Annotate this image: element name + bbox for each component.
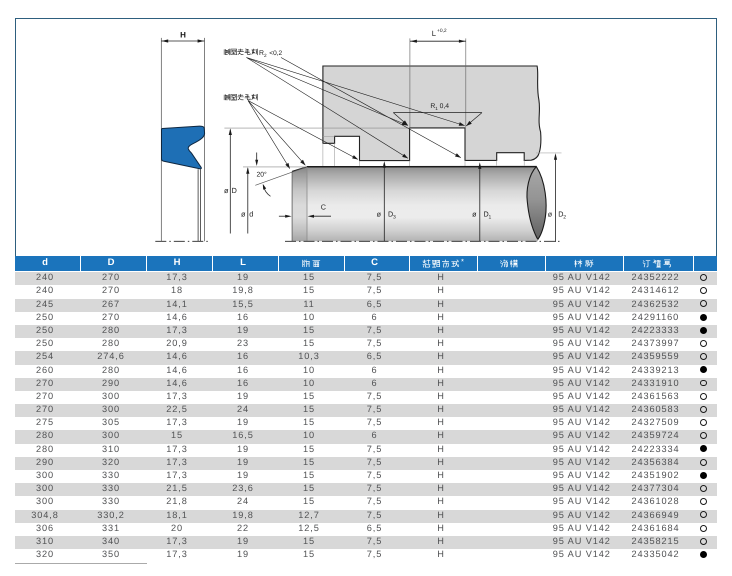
svg-text:2: 2 (563, 214, 566, 220)
svg-text:+0,2: +0,2 (437, 28, 447, 34)
svg-text:1: 1 (435, 106, 438, 111)
svg-text:ø: ø (224, 186, 229, 195)
svg-text:R: R (430, 103, 435, 110)
svg-text:0,4: 0,4 (440, 103, 450, 110)
svg-text:ø: ø (241, 210, 246, 219)
svg-text:D: D (388, 209, 393, 218)
svg-text:D: D (484, 209, 489, 218)
svg-text:3: 3 (393, 214, 396, 220)
svg-text:ø: ø (472, 209, 477, 218)
svg-text:H: H (180, 31, 186, 40)
svg-text:d: d (249, 210, 253, 219)
svg-text:20°: 20° (257, 171, 268, 178)
svg-text:<0,2: <0,2 (269, 50, 282, 57)
svg-text:ø: ø (377, 209, 382, 218)
svg-text:D: D (232, 186, 237, 195)
svg-text:L: L (432, 29, 436, 38)
svg-text:2: 2 (264, 53, 267, 58)
svg-text:R: R (259, 50, 264, 57)
svg-text:C: C (321, 203, 326, 212)
svg-text:ø: ø (548, 209, 553, 218)
svg-text:D: D (558, 209, 563, 218)
svg-text:1: 1 (489, 214, 492, 220)
